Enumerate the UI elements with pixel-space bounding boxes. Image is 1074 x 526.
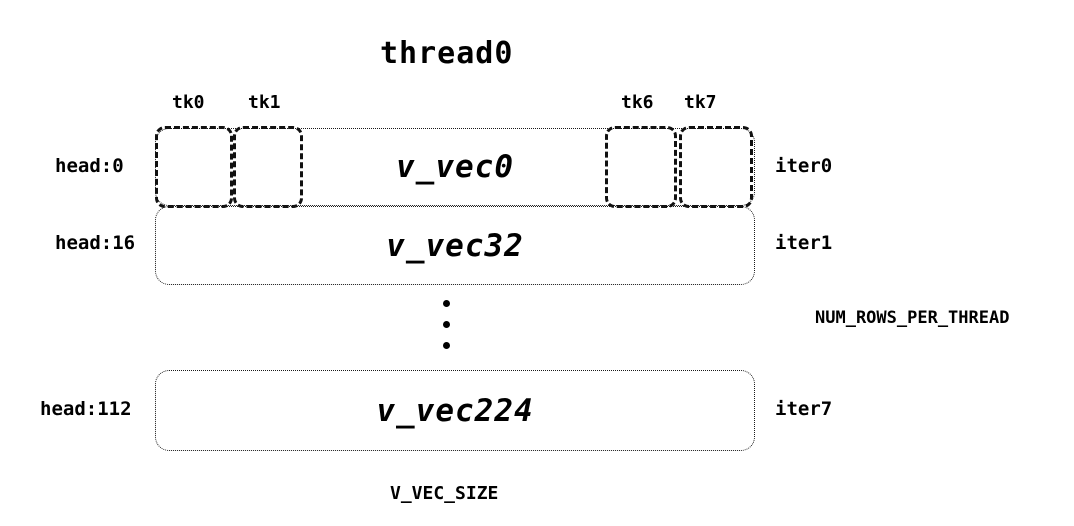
iter-label-1: iter1 (775, 232, 833, 254)
iter-label-2: iter7 (775, 398, 833, 420)
tk-cell-6 (605, 126, 677, 208)
tk-label-1: tk1 (248, 92, 281, 113)
tk-cell-1 (233, 126, 303, 208)
vvec-box-1: v_vec32 (155, 206, 755, 285)
head-label-0: head:0 (55, 155, 124, 177)
vvec-label-0: v_vec0 (396, 149, 514, 185)
v-vec-size-label: V_VEC_SIZE (390, 483, 499, 504)
head-label-2: head:112 (40, 398, 132, 420)
tk-label-0: tk0 (172, 92, 205, 113)
ellipsis-dot (443, 321, 450, 328)
tk-cell-7 (679, 126, 753, 208)
vvec-label-2: v_vec224 (376, 392, 534, 429)
diagram-title: thread0 (380, 36, 514, 71)
vvec-box-2: v_vec224 (155, 370, 755, 451)
tk-label-6: tk6 (621, 92, 654, 113)
ellipsis-dot (443, 300, 450, 307)
num-rows-per-thread-label: NUM_ROWS_PER_THREAD (815, 308, 1010, 328)
vvec-label-1: v_vec32 (386, 227, 524, 264)
vertical-ellipsis (443, 300, 450, 349)
tk-cell-0 (155, 126, 233, 208)
iter-label-0: iter0 (775, 155, 833, 177)
ellipsis-dot (443, 342, 450, 349)
tk-label-7: tk7 (684, 92, 717, 113)
head-label-1: head:16 (55, 232, 136, 254)
vvec-box-0: v_vec0 (155, 128, 755, 206)
